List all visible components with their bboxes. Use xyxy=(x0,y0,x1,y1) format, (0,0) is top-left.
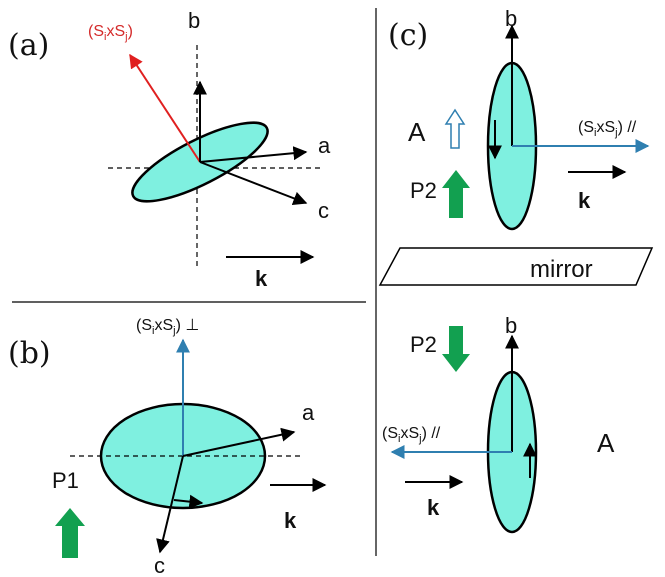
panel-c-label: (c) xyxy=(388,18,428,53)
panel-b-p1-label: P1 xyxy=(52,468,79,493)
panel-a-a-axis-arrow xyxy=(199,146,308,163)
panel-b-a-axis-arrow xyxy=(182,427,296,457)
panel-a-label: (a) xyxy=(8,28,49,63)
panel-a-sixsj-label: (SixSj) xyxy=(88,23,133,43)
mirror-plane: mirror xyxy=(378,247,654,286)
panel-c-top-p2-polarization-arrow xyxy=(442,170,470,218)
panel-c-bottom-k-label: k xyxy=(427,495,440,520)
panel-c-bottom-p2-label: P2 xyxy=(410,332,437,357)
panel-c-top: b (SixSj) // k A P2 xyxy=(408,6,650,231)
panel-c-top-sixsj-label: (SixSj) // xyxy=(578,119,637,139)
panel-a-sixsj-vector xyxy=(129,53,201,163)
panel-c-top-k-label: k xyxy=(578,188,591,213)
panel-c-bottom: b (SixSj) // k A P2 xyxy=(382,313,615,534)
panel-c-bottom-A-label: A xyxy=(597,428,615,458)
panel-b-p1-polarization-arrow xyxy=(55,508,85,558)
panel-a-c-label: c xyxy=(318,198,329,223)
panel-b-a-label: a xyxy=(302,400,315,425)
panel-b: (b) (SixSj) ⊥ a c k P1 xyxy=(8,317,327,577)
panel-c-bottom-b-label: b xyxy=(505,313,517,338)
panel-c-bottom-sixsj-label: (SixSj) // xyxy=(382,425,441,445)
panel-c-top-A-hollow-arrow xyxy=(444,108,466,149)
panel-b-rotation-hint xyxy=(173,494,204,509)
panel-a-c-axis-arrow xyxy=(199,161,308,205)
panel-a-a-label: a xyxy=(318,133,331,158)
panel-c-top-A-label: A xyxy=(408,117,426,147)
panel-a-k-label: k xyxy=(255,266,268,291)
panel-a-b-label: b xyxy=(188,8,200,33)
panel-b-label: (b) xyxy=(8,336,51,371)
panel-b-k-label: k xyxy=(284,508,297,533)
mirror-label: mirror xyxy=(530,256,593,283)
panel-c-top-b-label: b xyxy=(505,6,517,31)
panel-b-c-axis-arrow xyxy=(156,455,184,554)
panel-c: (c) b (SixSj) // k A P2 mirror xyxy=(378,6,654,534)
panel-a: (a) b a c k (SixSj) xyxy=(8,8,331,291)
mirror-parallelogram xyxy=(378,247,654,286)
panel-c-top-p2-label: P2 xyxy=(410,178,437,203)
panel-b-sixsj-label: (SixSj) ⊥ xyxy=(136,317,199,337)
panel-b-c-label: c xyxy=(154,553,165,577)
panel-c-bottom-p2-polarization-arrow xyxy=(442,326,470,372)
